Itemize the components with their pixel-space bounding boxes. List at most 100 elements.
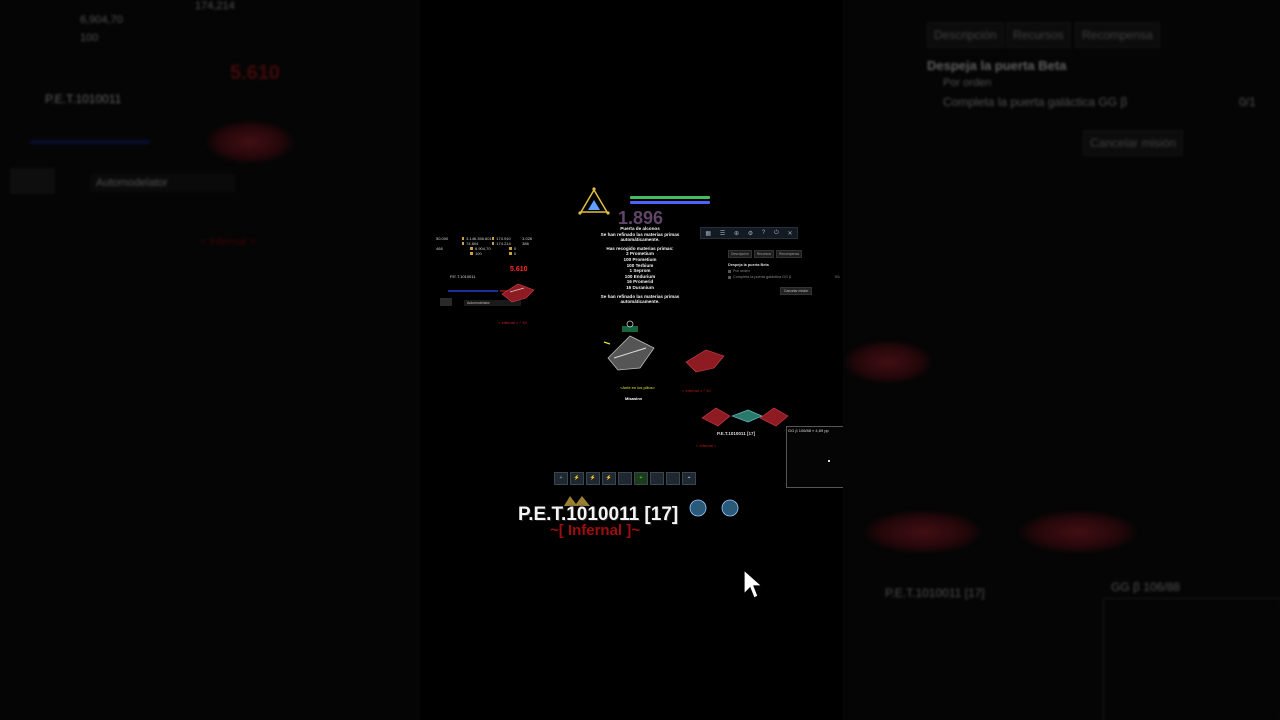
gear-icon[interactable]: ⚙ xyxy=(747,230,754,237)
enemy-clan-note: < Infernal > ^ 10 xyxy=(682,388,711,393)
enemy-group-icon[interactable] xyxy=(700,404,790,432)
action-slot-repair[interactable]: + xyxy=(634,471,648,485)
player-name: Misasinn xyxy=(625,396,643,401)
pet-label: P.E.T.1010011 [17] xyxy=(717,431,755,436)
stat-row: 50.000 3.146.356.601 174.910 3.026 xyxy=(436,236,548,241)
bg-coord: GG β 106/88 xyxy=(1111,580,1180,594)
pet-toggle-button[interactable] xyxy=(440,298,452,306)
rank-icon xyxy=(578,187,610,215)
action-slot[interactable]: ⚡ xyxy=(570,471,584,485)
bg-pet-label: P.E.T.1010011 [17] xyxy=(885,586,985,600)
bg-stat: 174,214 xyxy=(195,0,235,12)
experience-icon xyxy=(470,247,473,250)
player-stats: 50.000 3.146.356.601 174.910 3.026 74.60… xyxy=(436,236,548,256)
quest-objective-text: Completa la puerta galáctica GG β xyxy=(733,275,792,279)
window-toolbar: ▦ ☰ ⊕ ⚙ ? ⏻ ✕ xyxy=(700,227,798,239)
game-viewport[interactable]: 50.000 3.146.356.601 174.910 3.026 74.60… xyxy=(420,0,843,720)
target-shield-bar xyxy=(630,196,710,199)
cancel-mission-button[interactable]: Cancelar misión xyxy=(780,287,813,295)
stat-value: 468 xyxy=(436,246,443,251)
stat-value: 174.910 xyxy=(496,236,511,241)
stat-value: 6.904,70 xyxy=(475,246,491,251)
tab-rewards[interactable]: Recompensa xyxy=(776,250,803,258)
pet-rank-icon xyxy=(564,496,590,506)
enemy-ship-icon[interactable] xyxy=(684,346,726,374)
quest-sub: Por orden xyxy=(728,269,840,273)
bg-pet-name: P.E.T.1010011 xyxy=(45,92,122,106)
bg-quest-line: Completa la puerta galáctica GG β xyxy=(943,95,1128,109)
bg-tab: Descripción xyxy=(927,22,1004,48)
bg-enemy-ship xyxy=(1018,510,1138,554)
bullet-icon xyxy=(728,275,731,279)
bg-red-note: < Infernal > xyxy=(200,236,256,248)
minimap[interactable] xyxy=(786,426,843,488)
close-icon[interactable]: ✕ xyxy=(787,230,793,237)
stat-row: 100 0 xyxy=(436,251,548,256)
tab-description[interactable]: Descripción xyxy=(728,250,752,258)
minimap-player-marker xyxy=(828,460,830,462)
bg-quest-progress: 0/1 xyxy=(1239,95,1256,109)
tab-resources[interactable]: Recursos xyxy=(753,250,775,258)
help-icon[interactable]: ? xyxy=(761,230,766,236)
player-ship-icon[interactable] xyxy=(600,318,660,378)
pet-hp-bar xyxy=(448,290,498,292)
quest-tabs: Descripción Recursos Recompensa xyxy=(728,250,840,258)
loot-line: 1 Seprom xyxy=(629,268,651,274)
loot-line: 16 Duranium xyxy=(626,284,654,290)
enemy-ship-icon[interactable] xyxy=(500,280,536,306)
action-slot[interactable]: ⚡ xyxy=(602,471,616,485)
pet-automode-select[interactable]: Automodelator xyxy=(464,300,521,306)
bg-stat: 6,904,70 xyxy=(80,14,123,26)
stat-value: 3.146.356.601 xyxy=(466,236,492,241)
cart-icon[interactable]: ⊕ xyxy=(733,230,739,237)
credits-icon xyxy=(461,237,465,240)
bg-enemy-ship xyxy=(205,120,295,164)
grid-icon[interactable]: ▦ xyxy=(705,230,712,237)
action-slot[interactable] xyxy=(618,471,632,485)
loot-line: Se han refinado las materias primas xyxy=(600,293,680,299)
action-slot[interactable] xyxy=(650,471,664,485)
stat-row: 74.604 174.214 386 xyxy=(436,241,548,246)
pet-clan-large: ~[ Infernal ]~ xyxy=(550,522,641,539)
stat-icon xyxy=(509,247,512,250)
bg-minimap xyxy=(1103,598,1280,720)
stat-value: 386 xyxy=(522,241,529,246)
bg-quest-sub: Por orden xyxy=(943,77,992,89)
loot-line: Se han refinado las materias primas xyxy=(600,231,680,237)
player-clan-label: <Ante en los pillos> xyxy=(620,385,655,390)
bg-automode-label: Automodelator xyxy=(96,177,168,189)
bg-quest-title: Despeja la puerta Beta xyxy=(927,58,1067,73)
action-slot[interactable]: ⚡ xyxy=(586,471,600,485)
stat-icon xyxy=(492,242,495,245)
quest-objective: Completa la puerta galáctica GG β 0/1 xyxy=(728,275,840,279)
stat-value: 0 xyxy=(514,246,517,251)
loot-line: automáticamente. xyxy=(620,299,660,305)
bg-automode xyxy=(90,174,235,192)
bg-stat: 100 xyxy=(80,32,99,44)
loot-line: 100 Prometium xyxy=(623,256,657,262)
power-icon[interactable]: ⏻ xyxy=(774,229,779,236)
stat-value: 50.000 xyxy=(436,236,449,241)
loot-line: 2 Prometium xyxy=(626,251,654,257)
bg-tab: Recursos xyxy=(1006,22,1071,48)
action-slot[interactable]: ⌖ xyxy=(682,471,696,485)
big-damage-number: 1.896 xyxy=(618,208,664,228)
pet-name-large: P.E.T.1010011 [17] xyxy=(518,504,679,525)
stat-value: 3.026 xyxy=(522,236,533,241)
enemy-clan-note: < Infernal > ^ 10 xyxy=(498,320,527,325)
loot-line: 100 Endurium xyxy=(624,273,656,279)
planet-icon xyxy=(689,499,739,517)
bg-cancel-button: Cancelar misión xyxy=(1083,130,1184,156)
map-coordinates: GG β 106/88 » 4,69 pp xyxy=(788,428,829,433)
quest-title: Despeja la puerta Beta xyxy=(728,263,769,267)
action-slot[interactable] xyxy=(666,471,680,485)
stat-row: 468 6.904,70 0 xyxy=(436,246,548,251)
stat-icon xyxy=(492,237,495,240)
bg-tab: Recompensa xyxy=(1075,22,1160,48)
loot-line: automáticamente. xyxy=(620,237,660,243)
list-icon[interactable]: ☰ xyxy=(719,230,726,237)
left-backdrop-content: 174,214 6,904,70 100 P.E.T.1010011 5.610… xyxy=(0,0,420,720)
damage-number: 5.610 xyxy=(510,266,528,273)
stat-value: 100 xyxy=(475,251,482,256)
action-slot[interactable]: + xyxy=(554,471,568,485)
